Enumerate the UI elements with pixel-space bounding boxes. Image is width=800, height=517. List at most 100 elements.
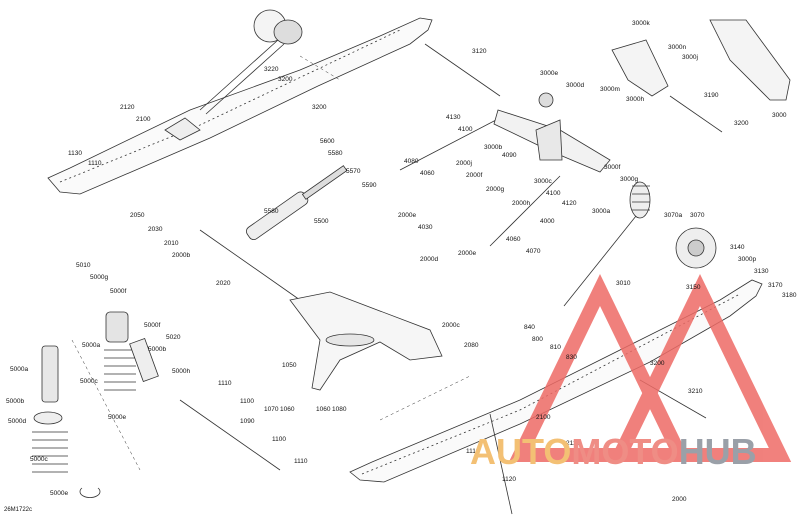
part-callout-5000b[interactable]: 5000b <box>148 346 167 353</box>
part-callout-3190[interactable]: 3190 <box>704 92 719 99</box>
part-callout-3000e[interactable]: 3000e <box>540 70 559 77</box>
part-callout-4100[interactable]: 4100 <box>458 126 473 133</box>
part-callout-4100[interactable]: 4100 <box>546 190 561 197</box>
part-callout-800[interactable]: 800 <box>532 336 543 343</box>
part-callout-5010[interactable]: 5010 <box>76 262 91 269</box>
part-callout-3000p[interactable]: 3000p <box>738 256 757 263</box>
part-callout-5580[interactable]: 5580 <box>328 150 343 157</box>
part-callout-2000g[interactable]: 2000g <box>486 186 505 193</box>
part-callout-5570[interactable]: 5570 <box>346 168 361 175</box>
part-callout-2000j[interactable]: 2000j <box>456 160 472 167</box>
part-callout-3120[interactable]: 3120 <box>472 48 487 55</box>
part-callout-5000h[interactable]: 5000h <box>172 368 191 375</box>
part-callout-3150[interactable]: 3150 <box>686 284 701 291</box>
part-callout-3010[interactable]: 3010 <box>616 280 631 287</box>
part-callout-2000f[interactable]: 2000f <box>466 172 483 179</box>
part-callout-5000f[interactable]: 5000f <box>144 322 161 329</box>
part-callout-5000b[interactable]: 5000b <box>6 398 25 405</box>
part-callout-4060[interactable]: 4060 <box>506 236 521 243</box>
part-callout-3070[interactable]: 3070 <box>690 212 705 219</box>
part-callout-5590[interactable]: 5590 <box>362 182 377 189</box>
part-callout-1110[interactable]: 1110 <box>218 380 232 387</box>
part-callout-1080[interactable]: 1080 <box>332 406 347 413</box>
part-callout-3070a[interactable]: 3070a <box>664 212 683 219</box>
part-callout-1110[interactable]: 1110 <box>466 448 480 455</box>
part-callout-5000a[interactable]: 5000a <box>82 342 101 349</box>
part-callout-5000e[interactable]: 5000e <box>108 414 127 421</box>
part-callout-5000e[interactable]: 5000e <box>50 490 69 497</box>
part-callout-5000f[interactable]: 5000f <box>110 288 127 295</box>
part-callout-5020[interactable]: 5020 <box>166 334 181 341</box>
part-callout-4130[interactable]: 4130 <box>446 114 461 121</box>
part-callout-3000d[interactable]: 3000d <box>566 82 585 89</box>
part-callout-3200[interactable]: 3200 <box>734 120 749 127</box>
part-callout-4120[interactable]: 4120 <box>562 200 577 207</box>
part-callout-1100[interactable]: 1100 <box>272 436 286 443</box>
part-callout-2000d[interactable]: 2000d <box>420 256 439 263</box>
part-callout-1060[interactable]: 1060 <box>316 406 331 413</box>
part-callout-1110[interactable]: 1110 <box>294 458 308 465</box>
part-callout-4080[interactable]: 4080 <box>404 158 419 165</box>
part-callout-2000e[interactable]: 2000e <box>458 250 477 257</box>
part-callout-2100[interactable]: 2100 <box>136 116 151 123</box>
part-callout-1060[interactable]: 1060 <box>280 406 295 413</box>
part-callout-2100[interactable]: 2100 <box>536 414 551 421</box>
part-callout-3000h[interactable]: 3000h <box>626 96 645 103</box>
part-callout-1070[interactable]: 1070 <box>264 406 279 413</box>
part-callout-3000a[interactable]: 3000a <box>592 208 611 215</box>
part-callout-5000d[interactable]: 5000d <box>8 418 27 425</box>
part-callout-830[interactable]: 830 <box>566 354 577 361</box>
part-callout-3000k[interactable]: 3000k <box>632 20 650 27</box>
part-callout-5500[interactable]: 5500 <box>314 218 329 225</box>
part-callout-2010[interactable]: 2010 <box>164 240 179 247</box>
part-callout-2120[interactable]: 2120 <box>120 104 135 111</box>
part-callout-840[interactable]: 840 <box>524 324 535 331</box>
rear-a-arm <box>289 291 443 391</box>
part-callout-4030[interactable]: 4030 <box>418 224 433 231</box>
part-callout-2030[interactable]: 2030 <box>148 226 163 233</box>
part-callout-2000[interactable]: 2000 <box>672 496 687 503</box>
part-callout-3220[interactable]: 3220 <box>264 66 279 73</box>
part-callout-1130[interactable]: 1130 <box>68 150 82 157</box>
part-callout-3200[interactable]: 3200 <box>278 76 293 83</box>
part-callout-3000f[interactable]: 3000f <box>604 164 621 171</box>
part-callout-5580[interactable]: 5580 <box>264 208 279 215</box>
part-callout-5600[interactable]: 5600 <box>320 138 335 145</box>
part-callout-5000c[interactable]: 5000c <box>30 456 48 463</box>
part-callout-4070[interactable]: 4070 <box>526 248 541 255</box>
part-callout-2000c[interactable]: 2000c <box>442 322 460 329</box>
part-callout-1090[interactable]: 1090 <box>240 418 255 425</box>
part-callout-3130[interactable]: 3130 <box>754 268 769 275</box>
part-callout-4090[interactable]: 4090 <box>502 152 517 159</box>
part-callout-2050[interactable]: 2050 <box>130 212 145 219</box>
part-callout-4060[interactable]: 4060 <box>420 170 435 177</box>
part-callout-2020[interactable]: 2020 <box>216 280 231 287</box>
part-callout-3000g[interactable]: 3000g <box>620 176 639 183</box>
part-callout-3180[interactable]: 3180 <box>782 292 797 299</box>
part-callout-3000m[interactable]: 3000m <box>600 86 620 93</box>
part-callout-3000b[interactable]: 3000b <box>484 144 503 151</box>
part-callout-1110[interactable]: 1110 <box>88 160 102 167</box>
part-callout-2080[interactable]: 2080 <box>464 342 479 349</box>
part-callout-5000c[interactable]: 5000c <box>80 378 98 385</box>
part-callout-2110[interactable]: 2110 <box>566 440 580 447</box>
part-callout-3210[interactable]: 3210 <box>688 388 703 395</box>
part-callout-2000e[interactable]: 2000e <box>398 212 417 219</box>
part-callout-5000g[interactable]: 5000g <box>90 274 109 281</box>
part-callout-1120[interactable]: 1120 <box>502 476 516 483</box>
part-callout-2000h[interactable]: 2000h <box>512 200 531 207</box>
part-callout-4000[interactable]: 4000 <box>540 218 555 225</box>
part-callout-3000c[interactable]: 3000c <box>534 178 552 185</box>
part-callout-3000[interactable]: 3000 <box>772 112 787 119</box>
part-callout-2000b[interactable]: 2000b <box>172 252 191 259</box>
part-callout-5000a[interactable]: 5000a <box>10 366 29 373</box>
part-callout-3200[interactable]: 3200 <box>312 104 327 111</box>
part-callout-3140[interactable]: 3140 <box>730 244 745 251</box>
part-callout-1050[interactable]: 1050 <box>282 362 297 369</box>
part-callout-3200[interactable]: 3200 <box>650 360 665 367</box>
part-callout-3000n[interactable]: 3000n <box>668 44 687 51</box>
part-callout-3170[interactable]: 3170 <box>768 282 783 289</box>
part-callout-3000j[interactable]: 3000j <box>682 54 698 61</box>
part-callout-810[interactable]: 810 <box>550 344 561 351</box>
part-callout-1100[interactable]: 1100 <box>240 398 254 405</box>
